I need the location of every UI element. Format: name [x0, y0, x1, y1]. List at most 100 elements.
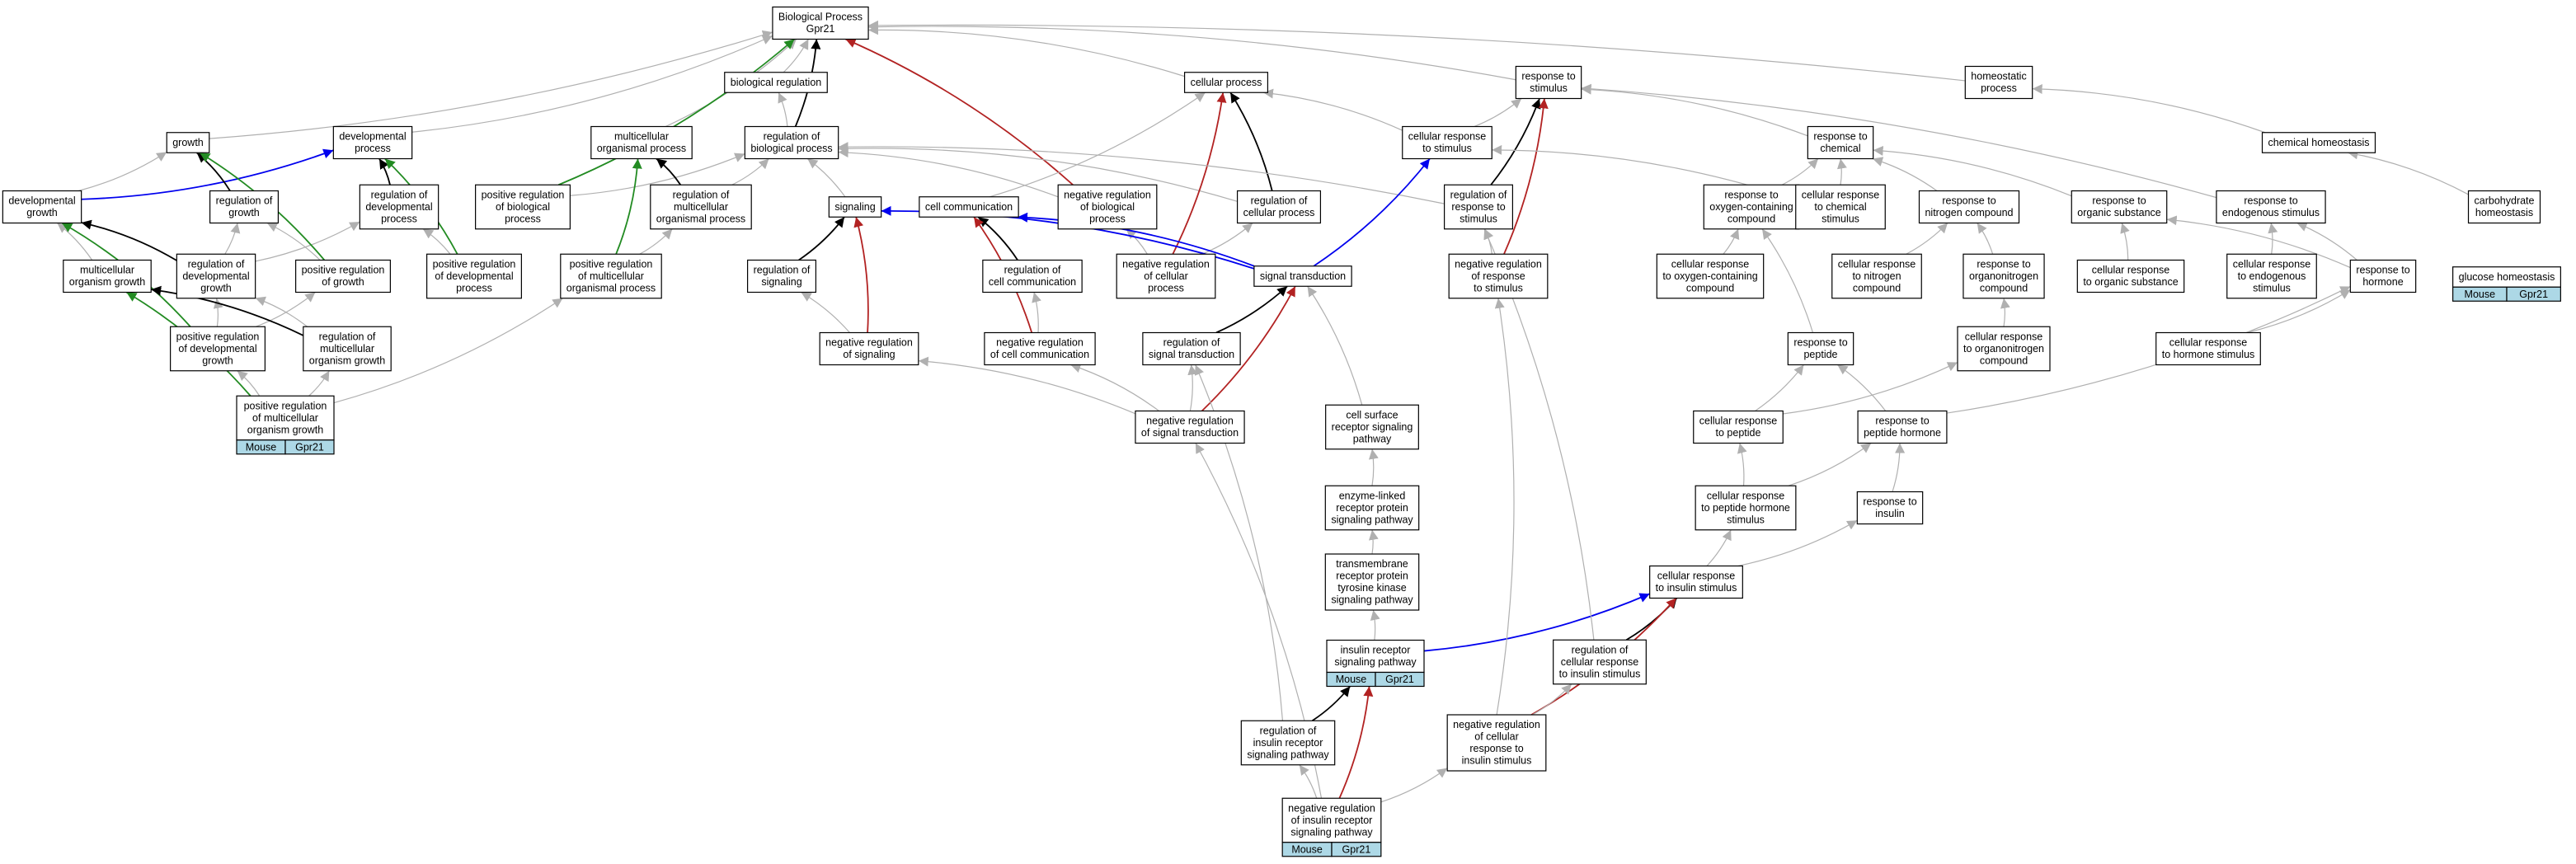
node-label-line: negative regulation [996, 337, 1084, 349]
node-label-line: organic substance [2077, 207, 2161, 218]
node-label-line: cellular response [1561, 656, 1639, 668]
node-label-line: cellular response [1707, 490, 1785, 501]
node-label-line: compound [1853, 282, 1901, 293]
edge-is-a [255, 296, 308, 327]
node-label-line: growth [200, 282, 232, 293]
node-label-line: negative regulation [1146, 416, 1234, 427]
node-label-line: homeostatic [1971, 71, 2026, 82]
edge-is-a [1201, 223, 1253, 255]
edge-is-a [868, 20, 1966, 82]
node-label-line: cellular response [1671, 258, 1750, 270]
edge-is-a [1581, 83, 2217, 199]
node-label-line: hormone [2362, 276, 2403, 288]
node-label-line: insulin receptor [1253, 737, 1323, 749]
node-box [2467, 190, 2541, 224]
edge-negatively-regulates [1172, 92, 1227, 255]
edge-is-a [1906, 223, 1948, 255]
node-label-line: Gpr21 [806, 23, 835, 35]
node-label-line: signaling [761, 276, 801, 288]
edge-is-a [1262, 88, 1403, 131]
node-box [1918, 190, 2020, 224]
edge-positively-regulates [557, 38, 796, 186]
edge-is-a [422, 228, 451, 255]
node-box [2349, 259, 2417, 293]
edge-is-a [1872, 157, 1938, 191]
node-label-line: regulation of [216, 195, 273, 207]
node-label-line: negative regulation [1288, 802, 1375, 814]
edge-is-a [1494, 298, 1515, 716]
edge-is-a [213, 298, 223, 327]
node-box [1857, 410, 1948, 444]
edge-is-a [333, 298, 563, 404]
node-label-line: regulation of [1260, 725, 1317, 736]
node-label-line: multicellular [320, 343, 374, 355]
annotation-label: Gpr21 [295, 441, 324, 453]
node-label-line: signaling pathway [1334, 656, 1417, 668]
node-label-line: signal transduction [1260, 270, 1346, 282]
node-label-line: process [1981, 82, 2017, 94]
node-box [1787, 331, 1854, 366]
node-label-line: of developmental [435, 270, 513, 282]
node-label-line: signaling pathway [1331, 514, 1413, 525]
node-label-line: peptide hormone [1864, 427, 1941, 439]
node-box [1116, 253, 1216, 299]
node-box [1446, 714, 1547, 772]
node-label-line: of response [1471, 270, 1525, 282]
node-label-line: pathway [1353, 433, 1392, 444]
node-box [332, 125, 413, 160]
edge-regulates [81, 219, 177, 261]
node-label-line: stimulus [1530, 82, 1568, 94]
annotation-label: Mouse [2465, 289, 2496, 300]
node-label-line: to oxygen-containing [1662, 270, 1757, 282]
node-box [1142, 331, 1241, 366]
edge-is-a [868, 25, 1185, 77]
node-box [170, 326, 266, 372]
node-label-line: response to [1521, 71, 1575, 82]
node-box [919, 196, 1019, 218]
edge-is-a [1368, 448, 1379, 486]
edge-regulates [798, 216, 845, 261]
edge-is-a [1474, 98, 1522, 128]
node-box [1281, 797, 1382, 843]
node-label-line: response to [1875, 416, 1929, 427]
node-label-line: signal transduction [1149, 349, 1234, 360]
node-box [1324, 553, 1420, 611]
node-label-line: of growth [322, 276, 364, 288]
edge-is-a [1781, 158, 1819, 185]
edge-is-a [1873, 145, 2072, 197]
edge-is-a [2166, 215, 2351, 269]
edge-occurs-in [1313, 157, 1431, 267]
edge-is-a [308, 370, 330, 397]
edge-is-a [806, 158, 846, 198]
node-box [744, 125, 839, 160]
node-label-line: to organonitrogen [1963, 343, 2044, 355]
node-label-line: developmental [182, 270, 249, 282]
edge-is-a [801, 291, 850, 333]
node-label-line: positive regulation [482, 189, 565, 200]
node-box [1831, 253, 1922, 299]
edge-positively-regulates [615, 158, 642, 255]
node-label-line: cellular response [1838, 258, 1916, 270]
edge-negatively-regulates [845, 38, 1074, 185]
node-label-line: cellular process [1243, 207, 1315, 218]
edge-is-a [1581, 84, 1808, 137]
node-label-line: insulin stimulus [1462, 755, 1532, 767]
